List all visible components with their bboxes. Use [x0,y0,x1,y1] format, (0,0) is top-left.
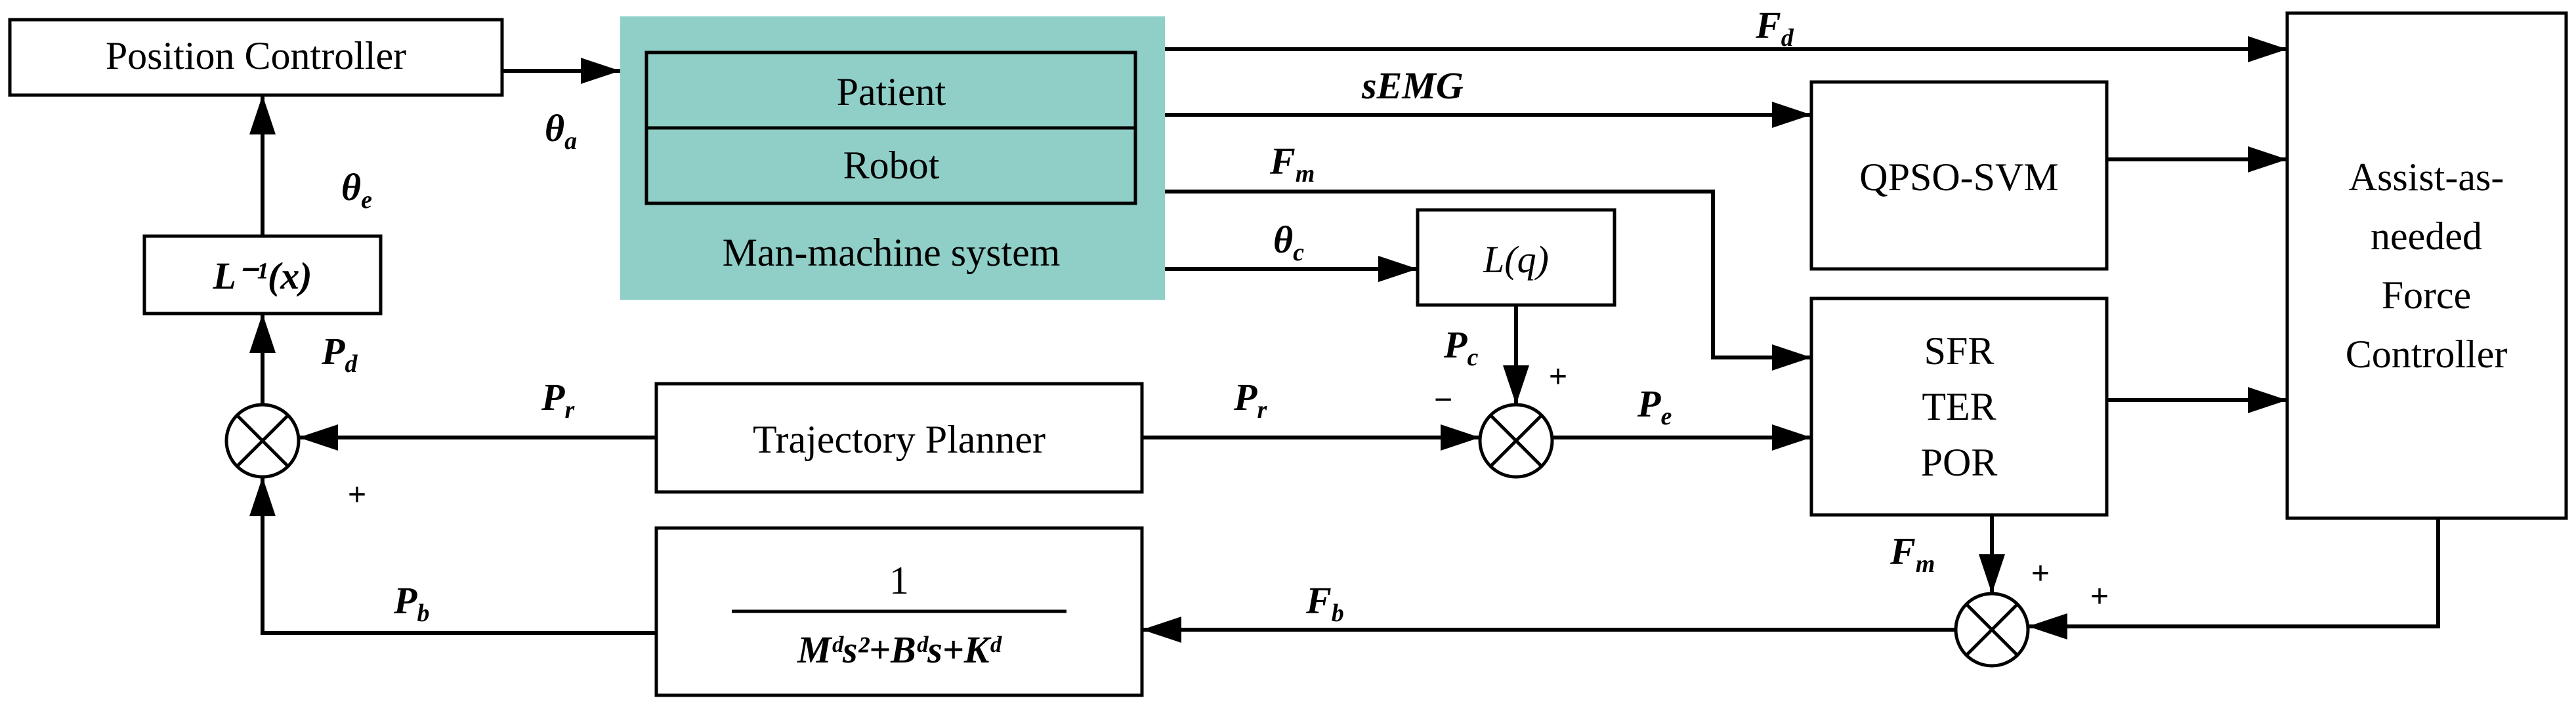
qpso-svm-block: QPSO-SVM [1809,80,2109,271]
man-machine-system-label: Man-machine system [723,231,1061,274]
wire-assist-out [2028,518,2440,640]
label-theta-e: θe [341,166,372,214]
position-controller-label: Position Controller [106,34,406,77]
svg-text:sEMG: sEMG [1361,64,1464,107]
svg-text:Fm: Fm [1890,530,1935,578]
inverse-kinematics-label: L⁻¹(x) [212,255,312,297]
kinematics-label: L(q) [1483,238,1549,281]
label-theta-c: θc [1273,218,1304,266]
admittance-numerator: 1 [889,559,909,602]
trajectory-planner-label: Trajectory Planner [753,418,1045,461]
kinematics-block: L(q) [1416,208,1616,307]
svg-text:θe: θe [341,166,372,214]
svg-text:Pe: Pe [1637,382,1672,430]
patient-label: Patient [837,70,946,113]
inverse-kinematics-block: L⁻¹(x) [142,234,383,316]
svg-text:Fm: Fm [1269,140,1315,188]
man-machine-system-block: Patient Robot Man-machine system [620,16,1165,300]
svg-text:θa: θa [545,107,577,155]
performance-indices-block: SFR TER POR [1809,296,2109,517]
svg-text:θc: θc [1273,218,1304,266]
wire-fm-top [1165,190,1811,371]
svg-text:Pr: Pr [1233,376,1267,424]
label-pc: Pc [1443,323,1478,371]
assist-controller-block: Assist-as- needed Force Controller [2285,11,2568,520]
svg-text:Pb: Pb [393,579,429,627]
assist-line-3: Force [2382,274,2472,317]
assist-line-1: Assist-as- [2349,155,2504,199]
label-theta-a: θa [545,107,577,155]
label-semg: sEMG [1361,64,1464,107]
sign-middle-minus: − [1434,382,1452,417]
summing-junction-left [224,403,301,479]
label-fb: Fb [1305,579,1344,627]
label-pb: Pb [393,579,429,627]
sign-middle-plus: + [1549,359,1567,394]
index-sfr: SFR [1924,329,1995,373]
trajectory-planner-block: Trajectory Planner [654,382,1144,494]
svg-text:Pc: Pc [1443,323,1478,371]
wire-pb [249,477,656,635]
sign-bottom-plus-top: + [2031,556,2050,591]
label-pe: Pe [1637,382,1672,430]
index-ter: TER [1922,385,1996,428]
summing-junction-middle [1478,403,1554,479]
robot-label: Robot [843,144,940,187]
index-por: POR [1921,441,1998,484]
label-pr-left: Pr [541,376,575,424]
admittance-denominator: Mᵈs²+Bᵈs+Kᵈ [797,628,1002,671]
svg-text:Fd: Fd [1755,4,1794,52]
admittance-block: 1 Mᵈs²+Bᵈs+Kᵈ [654,526,1144,697]
sign-bottom-plus-right: + [2090,579,2109,614]
label-pr-right: Pr [1233,376,1267,424]
svg-text:Pd: Pd [321,330,358,378]
label-fm-top: Fm [1269,140,1315,188]
summing-junction-bottom [1954,592,2030,668]
label-fm-bottom: Fm [1890,530,1935,578]
svg-text:Fb: Fb [1305,579,1344,627]
qpso-svm-label: QPSO-SVM [1859,155,2058,199]
assist-line-4: Controller [2346,333,2508,376]
label-fd: Fd [1755,4,1794,52]
position-controller-block: Position Controller [8,18,504,97]
label-pd: Pd [321,330,358,378]
svg-text:Pr: Pr [541,376,575,424]
assist-line-2: needed [2371,214,2482,258]
sign-left-plus: + [348,478,366,512]
